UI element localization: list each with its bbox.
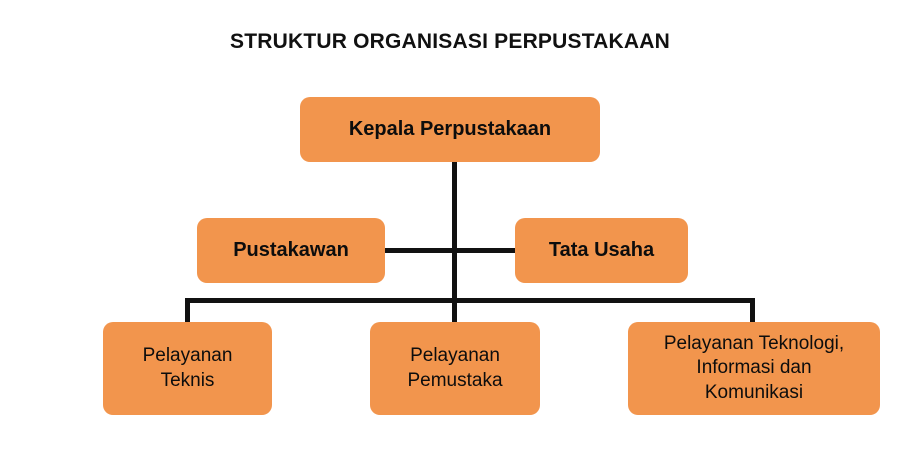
- node-label: Kepala Perpustakaan: [348, 117, 552, 140]
- node-kepala-perpustakaan[interactable]: Kepala Perpustakaan: [300, 97, 600, 162]
- connector-drop-right: [750, 298, 755, 324]
- connector-distribution-bar-level3: [188, 298, 755, 303]
- connector-drop-center: [452, 298, 457, 324]
- node-tata-usaha[interactable]: Tata Usaha: [515, 218, 688, 283]
- node-pelayanan-teknis[interactable]: Pelayanan Teknis: [103, 322, 272, 415]
- node-label: Pelayanan Pemustaka: [407, 345, 503, 391]
- connector-trunk-vertical: [452, 162, 457, 303]
- page-title: STRUKTUR ORGANISASI PERPUSTAKAAN: [229, 30, 671, 53]
- connector-drop-left: [185, 298, 190, 324]
- connector-crossbar-level2: [385, 248, 515, 253]
- node-pustakawan[interactable]: Pustakawan: [197, 218, 385, 283]
- node-label: Pelayanan Teknis: [142, 345, 233, 391]
- node-label: Tata Usaha: [548, 238, 655, 261]
- node-label: Pelayanan Teknologi, Informasi dan Komun…: [663, 333, 845, 403]
- node-pelayanan-pemustaka[interactable]: Pelayanan Pemustaka: [370, 322, 540, 415]
- node-pelayanan-teknologi-informasi-komunikasi[interactable]: Pelayanan Teknologi, Informasi dan Komun…: [628, 322, 880, 415]
- node-label: Pustakawan: [233, 238, 349, 261]
